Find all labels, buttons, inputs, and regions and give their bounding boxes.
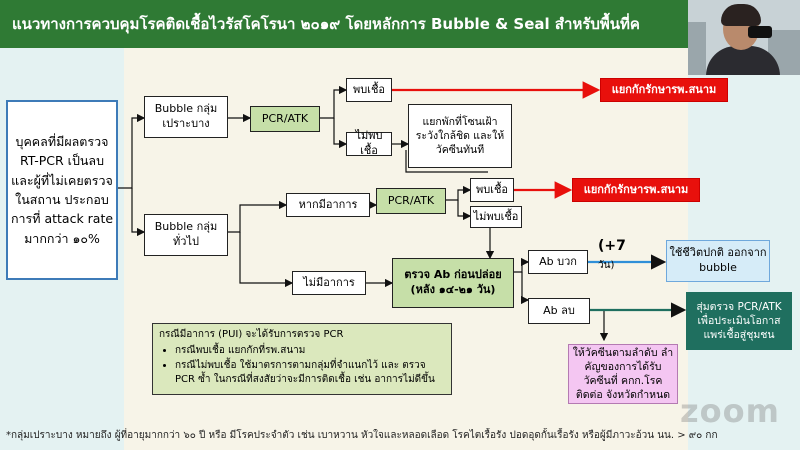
plus-seven-unit: วัน) [598, 260, 615, 271]
participant-body [706, 46, 780, 75]
ab-positive-node: Ab บวก [528, 250, 588, 274]
ab-negative-node: Ab ลบ [528, 298, 590, 324]
participant-hair [721, 4, 761, 26]
bubble-vulnerable-node: Bubble กลุ่มเปราะบาง [144, 96, 228, 138]
pui-note-box: กรณีมีอาการ (PUI) จะได้รับการตรวจ PCR กร… [152, 323, 452, 395]
field-hospital-isolation-2: แยกกักรักษารพ.สนาม [572, 178, 700, 202]
pui-note-title: กรณีมีอาการ (PUI) จะได้รับการตรวจ PCR [159, 329, 344, 340]
separate-vaccinate-node: แยกพักที่โซนเฝ้า ระวังใกล้ชิด และให้ วัค… [408, 104, 512, 168]
bubble-general-node: Bubble กลุ่มทั่วไป [144, 214, 228, 256]
not-found-node-2: ไม่พบเชื้อ [470, 206, 522, 228]
pcr-atk-node-2: PCR/ATK [376, 188, 446, 214]
target-population-box: บุคคลที่มีผลตรวจ RT-PCR เป็นลบ และผู้ที่… [6, 100, 118, 280]
pui-note-item: กรณีไม่พบเชื้อ ใช้มาตรการตามกลุ่มที่จำแน… [175, 359, 445, 386]
antibody-test-node: ตรวจ Ab ก่อนปล่อย (หลัง ๑๔-๒๑ วัน) [392, 258, 514, 308]
random-testing-node: สุ่มตรวจ PCR/ATK เพื่อประเมินโอกาส แพร่เ… [686, 292, 792, 350]
footnote: *กลุ่มเปราะบาง หมายถึง ผู้ที่อายุมากกว่า… [6, 430, 718, 441]
zoom-watermark: zoom [680, 392, 780, 430]
pui-note-item: กรณีพบเชื้อ แยกกักที่รพ.สนาม [175, 344, 445, 358]
microphone [748, 26, 772, 38]
field-hospital-isolation-1: แยกกักรักษารพ.สนาม [600, 78, 728, 102]
no-symptoms-node: ไม่มีอาการ [292, 271, 366, 295]
priority-vaccine-node: ให้วัคซีนตามลำดับ ลำคัญของการได้รับ วัคซ… [568, 344, 678, 404]
plus-seven-label: (+7 [598, 238, 626, 254]
pcr-atk-node-1: PCR/ATK [250, 106, 320, 132]
if-symptoms-node: หากมีอาการ [286, 193, 370, 217]
not-found-node-1: ไม่พบเชื้อ [346, 129, 392, 157]
background-building [688, 22, 706, 75]
found-node-1: พบเชื้อ [346, 78, 392, 102]
found-node-2: พบเชื้อ [470, 178, 514, 202]
pui-note-list: กรณีพบเชื้อ แยกกักที่รพ.สนาม กรณีไม่พบเช… [159, 344, 445, 389]
normal-life-node: ใช้ชีวิตปกติ ออกจาก bubble [666, 240, 770, 282]
slide-header [0, 0, 800, 48]
participant-video[interactable] [688, 0, 800, 75]
slide-title: แนวทางการควบคุมโรคติดเชื้อไวรัสโคโรนา ๒๐… [12, 15, 640, 33]
